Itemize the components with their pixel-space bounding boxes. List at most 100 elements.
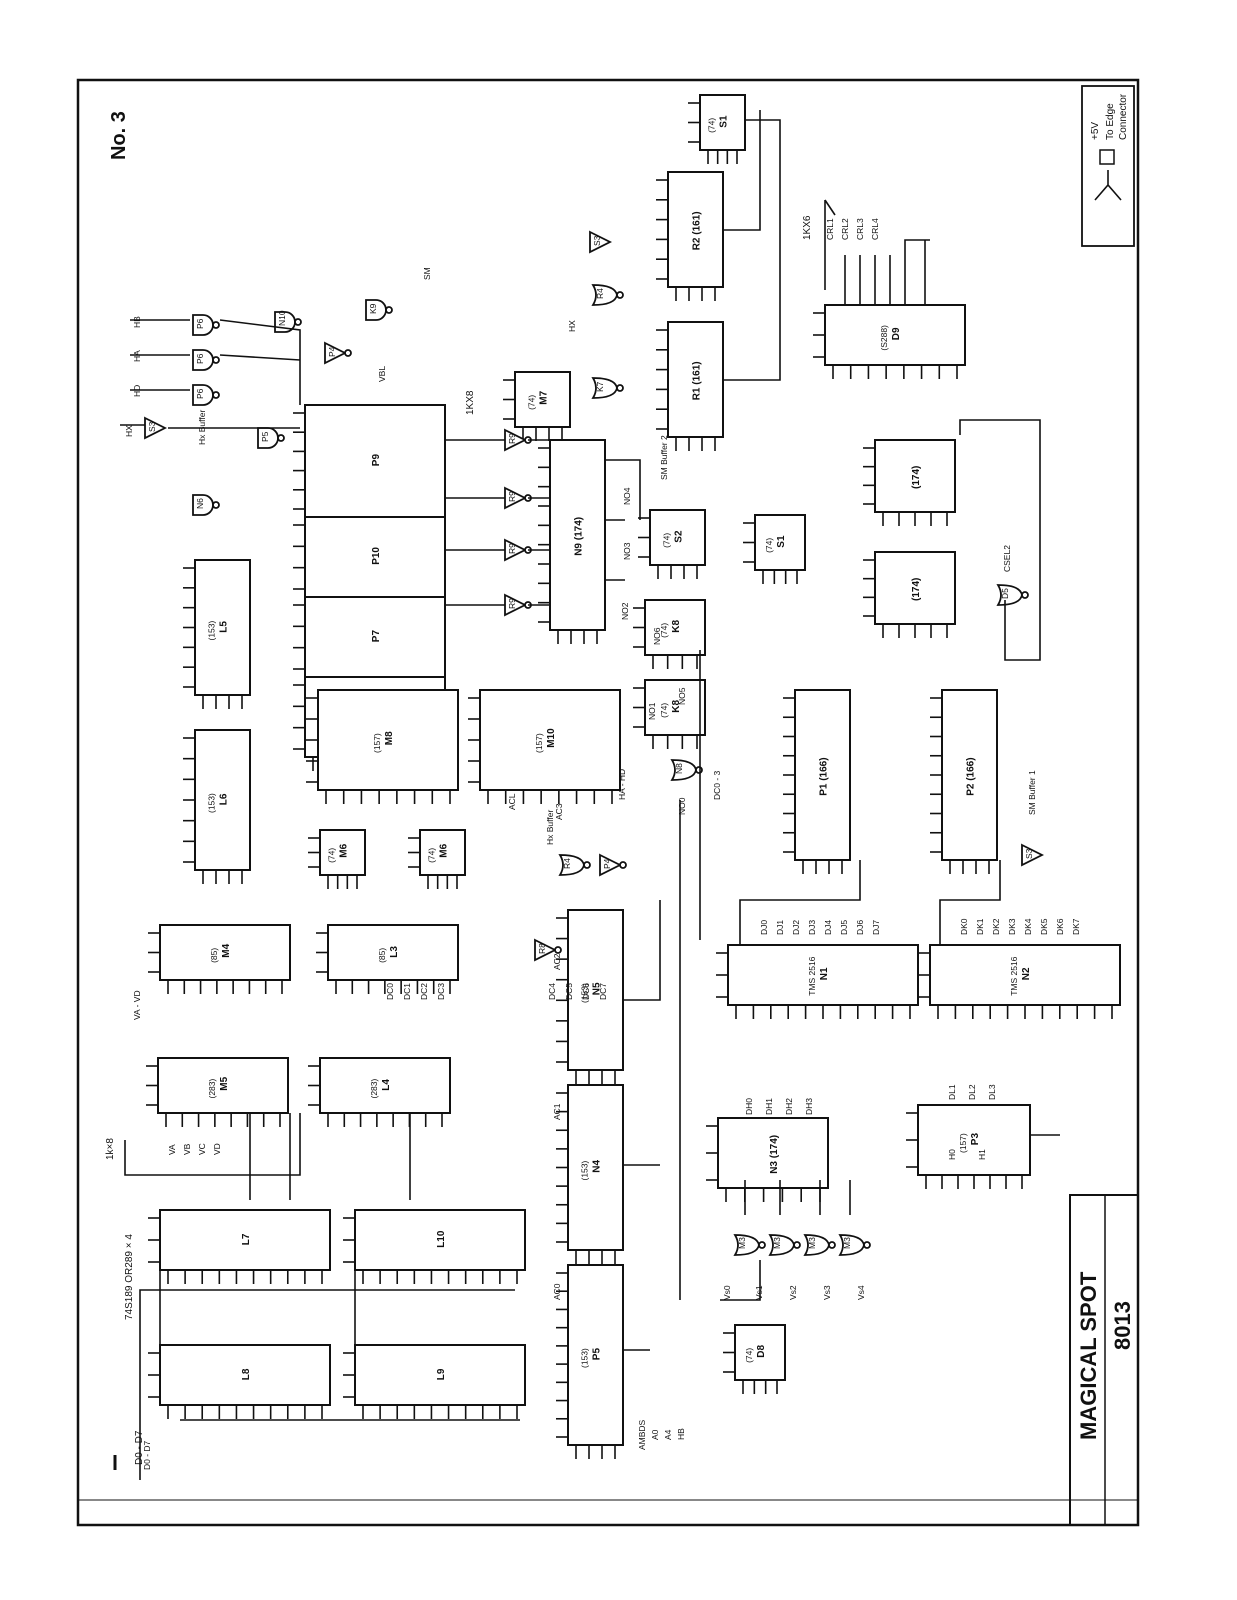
signal-misc: ACL	[507, 793, 517, 810]
chip-p5: P5(153)	[556, 1264, 624, 1459]
chip-m4: M4(85)	[148, 924, 291, 994]
chip-l4: L4(283)	[308, 1057, 451, 1127]
chip-label: K8	[671, 699, 682, 712]
gate-s3c: S3	[1021, 843, 1045, 867]
wire	[723, 110, 761, 231]
signal-dc: DC3	[436, 983, 446, 1000]
chip-label: P3	[970, 1133, 981, 1146]
signal-no: NO5	[677, 687, 687, 705]
chip-body	[419, 829, 466, 876]
chip-p7: P7	[293, 596, 446, 691]
signal-misc: CSEL2	[1002, 545, 1012, 572]
gate-label: R9	[507, 491, 517, 502]
gate-symbol	[838, 1234, 865, 1256]
signal-misc: AMBDS	[637, 1419, 647, 1450]
signal-dl: DL2	[967, 1084, 977, 1100]
signal-dj: DJ4	[823, 920, 833, 935]
gate-p6b: P6	[192, 349, 220, 371]
chip-label: K8	[671, 619, 682, 632]
gate-label: S3	[1024, 848, 1034, 859]
signal-misc: A0	[650, 1429, 660, 1440]
chip-type: (74)	[662, 533, 672, 548]
chip-body	[194, 729, 251, 871]
wire	[720, 1260, 761, 1301]
chip-k8a: K8(74)	[633, 599, 706, 669]
gate-k9: K9	[365, 299, 393, 321]
signal-top: HX	[124, 425, 134, 437]
signal-no: NO2	[620, 602, 630, 620]
chip-type: (153)	[580, 1348, 590, 1368]
gate-p4a: P4	[324, 341, 352, 365]
wire	[739, 860, 861, 945]
chip-label: M6	[439, 843, 450, 857]
gate-label: P5	[260, 431, 270, 442]
wire	[623, 900, 661, 1001]
gate-r4a: R4	[591, 284, 624, 306]
inversion-bubble	[695, 766, 703, 774]
chip-body	[514, 371, 571, 428]
gate-label: M3	[807, 1237, 817, 1249]
signal-no: NO0	[677, 797, 687, 815]
chip-body	[354, 1344, 526, 1406]
signal-va: VA	[167, 1144, 177, 1155]
legend-connector-2: Connector	[1118, 93, 1129, 140]
signal-dc: DC1	[402, 983, 412, 1000]
gate-label: P4	[327, 346, 337, 357]
chip-body	[157, 1057, 289, 1114]
chip-label: L6	[219, 793, 230, 805]
chip-type: (74)	[327, 848, 337, 863]
chip-label: P1 (166)	[819, 757, 830, 795]
chip-label: M6	[339, 843, 350, 857]
gate-label: S3	[592, 235, 602, 246]
chip-body	[874, 551, 956, 625]
signal-dl: DL3	[987, 1084, 997, 1100]
gate-m3c: M3	[803, 1234, 836, 1256]
signal-ac: AC2	[552, 953, 562, 970]
chip-label: L3	[389, 946, 400, 958]
inversion-bubble	[616, 384, 624, 392]
chip-label: L4	[381, 1079, 392, 1091]
chip-label: L5	[219, 621, 230, 633]
chip-r2: R2 (161)	[656, 171, 724, 301]
chip-type: (153)	[207, 793, 217, 813]
chip-label: N3 (174)	[769, 1135, 780, 1174]
signal-misc: HA - HD	[617, 769, 627, 800]
signal-dj: DJ7	[871, 920, 881, 935]
gate-symbol	[599, 853, 623, 877]
chip-label: N9 (174)	[574, 517, 585, 556]
gate-r8: R8	[534, 938, 562, 962]
gate-p6c: P6	[192, 384, 220, 406]
gate-label: R9	[507, 543, 517, 554]
chip-d9: D9(S288)	[813, 304, 966, 379]
inversion-bubble	[212, 321, 220, 329]
chip-type: (74)	[659, 703, 669, 718]
gate-symbol	[558, 854, 585, 876]
gate-p5g: P5	[257, 427, 285, 449]
inversion-bubble	[277, 434, 285, 442]
chip-m5: M5(283)	[146, 1057, 289, 1127]
gate-label: N10	[277, 310, 287, 326]
chip-label: N1	[819, 967, 830, 980]
chip-label: N2	[1021, 967, 1032, 980]
signal-buffers: Hx Buffer	[545, 810, 555, 845]
gate-d5: D5	[996, 584, 1029, 606]
legend-connector-1: To Edge	[1105, 103, 1116, 140]
signal-dj: DJ6	[855, 920, 865, 935]
signal-vs: Vs0	[722, 1285, 732, 1300]
chip-type: (157)	[958, 1133, 968, 1153]
chip-body	[479, 689, 621, 791]
inversion-bubble	[758, 1241, 766, 1249]
signal-dj: DJ1	[775, 920, 785, 935]
chip-body	[304, 596, 446, 678]
gate-symbol	[733, 1234, 760, 1256]
chip-type: (153)	[580, 1160, 590, 1180]
gate-label: S3	[147, 421, 157, 432]
gate-label: M3	[772, 1237, 782, 1249]
gate-label: R8	[537, 943, 547, 954]
chip-body	[667, 171, 724, 288]
gate-symbol	[670, 759, 697, 781]
chip-label: (174)	[911, 466, 922, 489]
